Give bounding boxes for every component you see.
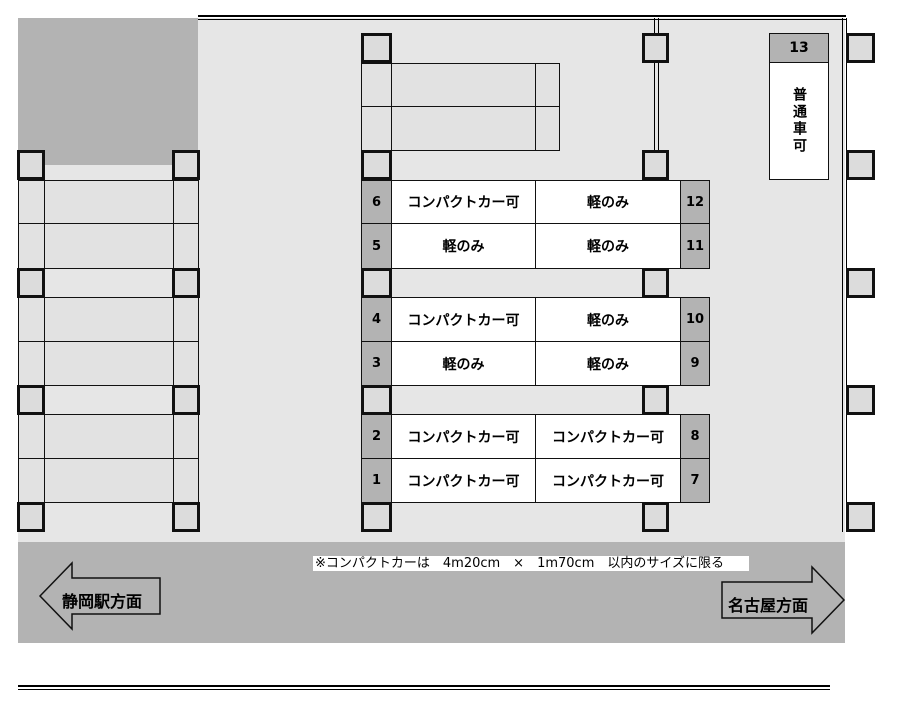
bottom-line — [18, 685, 830, 690]
pillar — [642, 502, 669, 532]
stall-number: 9 — [680, 341, 710, 386]
stall-number: 4 — [361, 297, 392, 342]
stall-number: 2 — [361, 414, 392, 459]
left-arrow-icon — [38, 561, 161, 631]
stall-number: 10 — [680, 297, 710, 342]
stall-number: 5 — [361, 223, 392, 269]
direction-shizuoka: 静岡駅方面 — [62, 592, 143, 611]
pillar — [361, 150, 392, 180]
pillar — [361, 33, 392, 63]
stall-edge — [535, 106, 560, 151]
pillar — [361, 268, 392, 298]
stall-edge — [18, 414, 45, 459]
parking-stall — [44, 223, 174, 269]
stall-label: 軽のみ — [535, 341, 681, 386]
pillar — [172, 268, 200, 298]
parking-stall — [44, 414, 174, 459]
stall-edge — [18, 180, 45, 224]
pillar — [17, 502, 45, 532]
stall-label: 軽のみ — [391, 223, 536, 269]
stall-edge — [535, 63, 560, 107]
stall-number: 6 — [361, 180, 392, 224]
pillar — [846, 385, 875, 415]
stall-number: 12 — [680, 180, 710, 224]
top-boundary-line — [198, 15, 846, 20]
stall-edge — [18, 297, 45, 342]
stall-edge — [173, 458, 199, 503]
stall-number: 11 — [680, 223, 710, 269]
stall-label: コンパクトカー可 — [535, 414, 681, 459]
pillar — [642, 268, 669, 298]
stall-number: 7 — [680, 458, 710, 503]
stall-label: 軽のみ — [535, 180, 681, 224]
stall-number: 1 — [361, 458, 392, 503]
stall-label: コンパクトカー可 — [391, 297, 536, 342]
divider-line — [654, 18, 659, 152]
stall-label: コンパクトカー可 — [391, 180, 536, 224]
parking-stall — [44, 297, 174, 342]
stall-edge — [18, 458, 45, 503]
stall-edge — [173, 341, 199, 386]
pillar — [172, 385, 200, 415]
pillar — [642, 385, 669, 415]
stall-number: 3 — [361, 341, 392, 386]
stall-edge — [361, 63, 392, 107]
stall-label: 軽のみ — [391, 341, 536, 386]
parking-stall — [44, 341, 174, 386]
stall-number: 8 — [680, 414, 710, 459]
stall-edge — [173, 297, 199, 342]
stall-edge — [361, 106, 392, 151]
pillar — [172, 150, 200, 180]
parking-stall — [391, 63, 536, 107]
stall-label: コンパクトカー可 — [391, 414, 536, 459]
stall-edge — [173, 414, 199, 459]
pillar — [17, 385, 45, 415]
stall-edge — [18, 223, 45, 269]
stall-edge — [173, 223, 199, 269]
pillar — [361, 502, 392, 532]
pillar — [846, 502, 875, 532]
stall-edge — [173, 180, 199, 224]
compact-car-note: ※コンパクトカーは 4m20cm × 1m70cm 以内のサイズに限る — [313, 556, 749, 571]
parking-stall — [44, 180, 174, 224]
building-block — [18, 18, 198, 165]
stall-edge — [18, 341, 45, 386]
pillar — [17, 268, 45, 298]
pillar — [846, 33, 875, 63]
stall-label: 軽のみ — [535, 223, 681, 269]
spot-13-label: 普通車可 — [769, 62, 829, 180]
spot-13-number: 13 — [769, 33, 829, 63]
stall-label: コンパクトカー可 — [535, 458, 681, 503]
pillar — [846, 268, 875, 298]
right-arrow-icon — [721, 565, 846, 635]
pillar — [642, 33, 669, 63]
parking-stall — [391, 106, 536, 151]
pillar — [642, 150, 669, 180]
stall-label: 軽のみ — [535, 297, 681, 342]
parking-stall — [44, 458, 174, 503]
pillar — [17, 150, 45, 180]
pillar — [361, 385, 392, 415]
pillar — [172, 502, 200, 532]
pillar — [846, 150, 875, 180]
stall-label: コンパクトカー可 — [391, 458, 536, 503]
direction-nagoya: 名古屋方面 — [728, 596, 809, 615]
